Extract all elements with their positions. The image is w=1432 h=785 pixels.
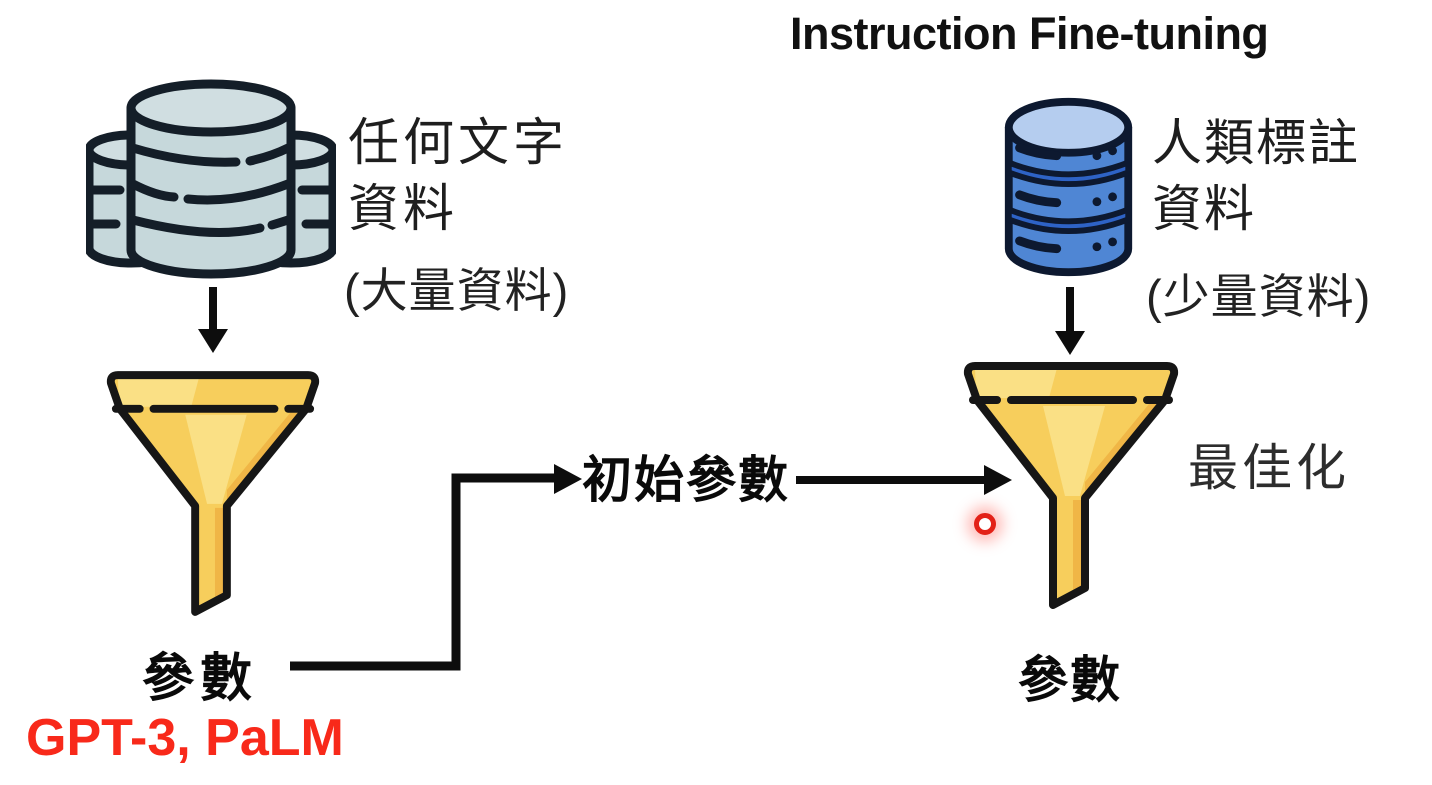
down-arrowhead-right xyxy=(1055,331,1085,355)
pretrain-data-amount-label: (大量資料) xyxy=(344,264,570,317)
slide-title: Instruction Fine-tuning xyxy=(790,8,1269,59)
stacked-cylinders-database-icon xyxy=(86,79,336,279)
pretrain-data-label: 任何文字 資料 xyxy=(348,114,569,237)
finetune-params-label: 參數 xyxy=(1018,652,1122,708)
optimize-label: 最佳化 xyxy=(1188,440,1350,496)
initial-params-label: 初始參數 xyxy=(582,452,790,508)
blue-cylinder-database-icon xyxy=(1004,97,1133,277)
elbow-arrowhead xyxy=(554,464,582,494)
finetune-data-amount-label: (少量資料) xyxy=(1146,270,1372,323)
finetune-data-label: 人類標註 資料 xyxy=(1152,115,1360,237)
down-arrowhead-left xyxy=(198,329,228,353)
pretrain-models-label: GPT-3, PaLM xyxy=(26,709,344,767)
pretrain-funnel-icon xyxy=(104,366,322,624)
finetune-funnel-icon xyxy=(960,358,1182,616)
pretrain-params-label: 參數 xyxy=(142,650,259,708)
elbow-connector xyxy=(290,473,556,671)
laser-pointer-dot xyxy=(974,513,996,535)
